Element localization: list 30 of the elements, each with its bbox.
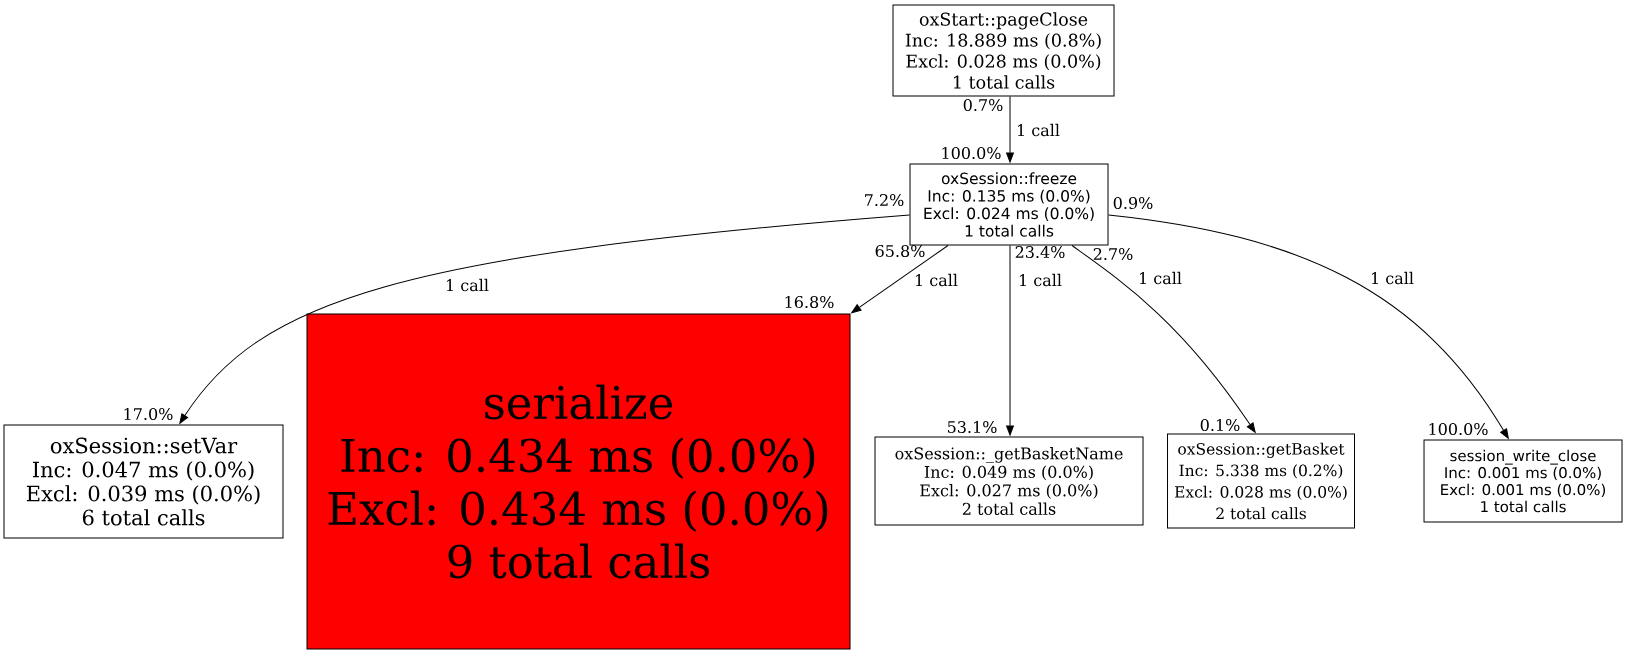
function-box: oxSession::setVar Inc: 0.047 ms (0.0%) Excl: 0.039 ms (0.0%) 6 total calls	[3, 424, 284, 539]
percentage-label: 100.0%	[1429, 422, 1488, 436]
arrow	[179, 214, 910, 424]
arrow	[1108, 214, 1509, 439]
percentage-label: 2.7%	[1093, 247, 1133, 261]
function-box: oxSession::freeze Inc: 0.135 ms (0.0%) Excl: 0.024 ms (0.0%) 1 total calls	[909, 163, 1109, 246]
function-box: oxSession::_getBasketName Inc: 0.049 ms (0.0%) Excl: 0.027 ms (0.0%) 2 total calls	[874, 436, 1144, 526]
arrow	[851, 245, 949, 314]
function-box: oxSession::getBasket Inc: 5.338 ms (0.2%) Excl: 0.028 ms (0.0%) 2 total calls	[1167, 433, 1355, 529]
percentage-label: 0.9%	[1113, 196, 1153, 210]
percentage-label: 7.2%	[865, 193, 904, 207]
edge-label: 1 call	[1369, 270, 1415, 286]
percentage-label: 23.4%	[1015, 245, 1065, 259]
percentage-label: 0.1%	[1200, 418, 1240, 432]
edge-label: 1 call	[1015, 122, 1061, 138]
percentage-label: 100.0%	[942, 146, 1001, 160]
function-box: serialize Inc: 0.434 ms (0.0%) Excl: 0.434 ms (0.0%) 9 total calls	[306, 313, 851, 650]
edge-label: 1 call	[1137, 270, 1183, 286]
function-box: session_write_close Inc: 0.001 ms (0.0%) Excl: 0.001 ms (0.0%) 1 total calls	[1423, 439, 1623, 523]
edge-label: 1 call	[1017, 272, 1063, 288]
percentage-label: 17.0%	[124, 407, 173, 421]
arrow	[1071, 245, 1256, 433]
edge-label: 1 call	[913, 272, 959, 288]
percentage-label: 65.8%	[875, 244, 925, 258]
arrow	[1006, 245, 1014, 436]
percentage-label: 0.7%	[963, 98, 1003, 112]
arrow	[1006, 96, 1014, 163]
function-box: oxStart::pageClose Inc: 18.889 ms (0.8%) Excl: 0.028 ms (0.0%) 1 total calls	[892, 4, 1115, 97]
edge-label: 1 call	[444, 277, 490, 293]
percentage-label: 53.1%	[947, 420, 997, 434]
